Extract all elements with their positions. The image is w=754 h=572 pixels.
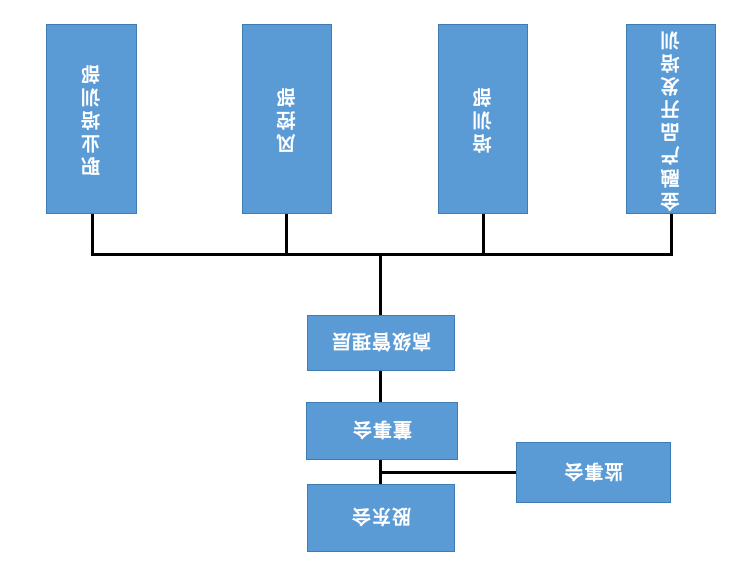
node-label: 培训部: [472, 84, 495, 154]
connector-bus-to-dept-vocation: [91, 214, 94, 256]
node-label: 股东会: [351, 505, 412, 528]
connector-management-to-bus: [379, 255, 382, 315]
node-senior-management[interactable]: 高级管理层: [307, 315, 455, 371]
connector-bus-to-dept-product: [670, 214, 673, 256]
connector-department-bus: [91, 253, 673, 256]
node-label: 董事会: [352, 418, 413, 441]
node-shareholders-meeting[interactable]: 股东会: [307, 484, 455, 552]
connector-directors-to-management: [379, 371, 382, 402]
node-label: 高级管理层: [331, 330, 432, 353]
node-risk-control-department[interactable]: 风控部: [242, 24, 332, 214]
node-label: 监事会: [563, 460, 624, 482]
node-board-of-directors[interactable]: 董事会: [306, 402, 458, 460]
node-label: 职业培训部: [81, 61, 103, 177]
node-label: 风控部: [276, 84, 299, 154]
connector-bus-to-dept-training: [482, 214, 485, 256]
connector-supervisors-to-trunk: [379, 471, 516, 474]
node-board-of-supervisors[interactable]: 监事会: [516, 442, 671, 503]
connector-bus-to-dept-risk: [285, 214, 288, 256]
node-label: 金融产品开发培训: [660, 27, 683, 211]
node-financial-product-development-training[interactable]: 金融产品开发培训: [626, 24, 716, 214]
node-training-department[interactable]: 培训部: [438, 24, 528, 214]
node-vocational-training-department[interactable]: 职业培训部: [46, 24, 137, 214]
